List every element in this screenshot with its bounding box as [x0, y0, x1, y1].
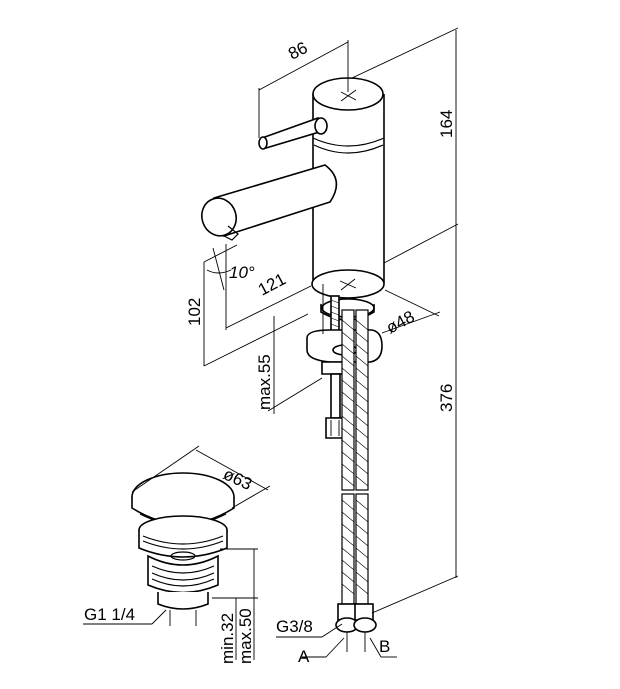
dim-spout-length: 121 — [255, 269, 289, 299]
dim-hose-length: 376 — [437, 384, 456, 412]
faucet-spout — [200, 164, 338, 241]
label-hose-thread: G3/8 — [276, 617, 313, 636]
dim-spout-clearance: 102 — [185, 298, 204, 326]
label-hose-b: B — [379, 637, 390, 656]
dim-waste-max: max.50 — [236, 608, 255, 664]
waste-dimension-lines — [83, 445, 271, 660]
supply-hoses — [335, 309, 377, 652]
label-hose-a: A — [298, 647, 310, 666]
dimension-lines — [203, 27, 459, 614]
dim-spout-angle: 10° — [229, 263, 255, 282]
dim-spout-reach: 86 — [285, 38, 310, 64]
pop-up-waste — [131, 472, 235, 626]
dim-max-deck-thickness: max.55 — [255, 354, 274, 410]
dim-tap-height: 164 — [437, 110, 456, 138]
faucet-lever — [258, 117, 328, 150]
dim-waste-thread: G1 1/4 — [84, 605, 135, 624]
dim-base-diameter: ø48 — [383, 307, 418, 338]
hose-label-lines — [276, 623, 397, 658]
dim-waste-min: min.32 — [218, 613, 237, 664]
